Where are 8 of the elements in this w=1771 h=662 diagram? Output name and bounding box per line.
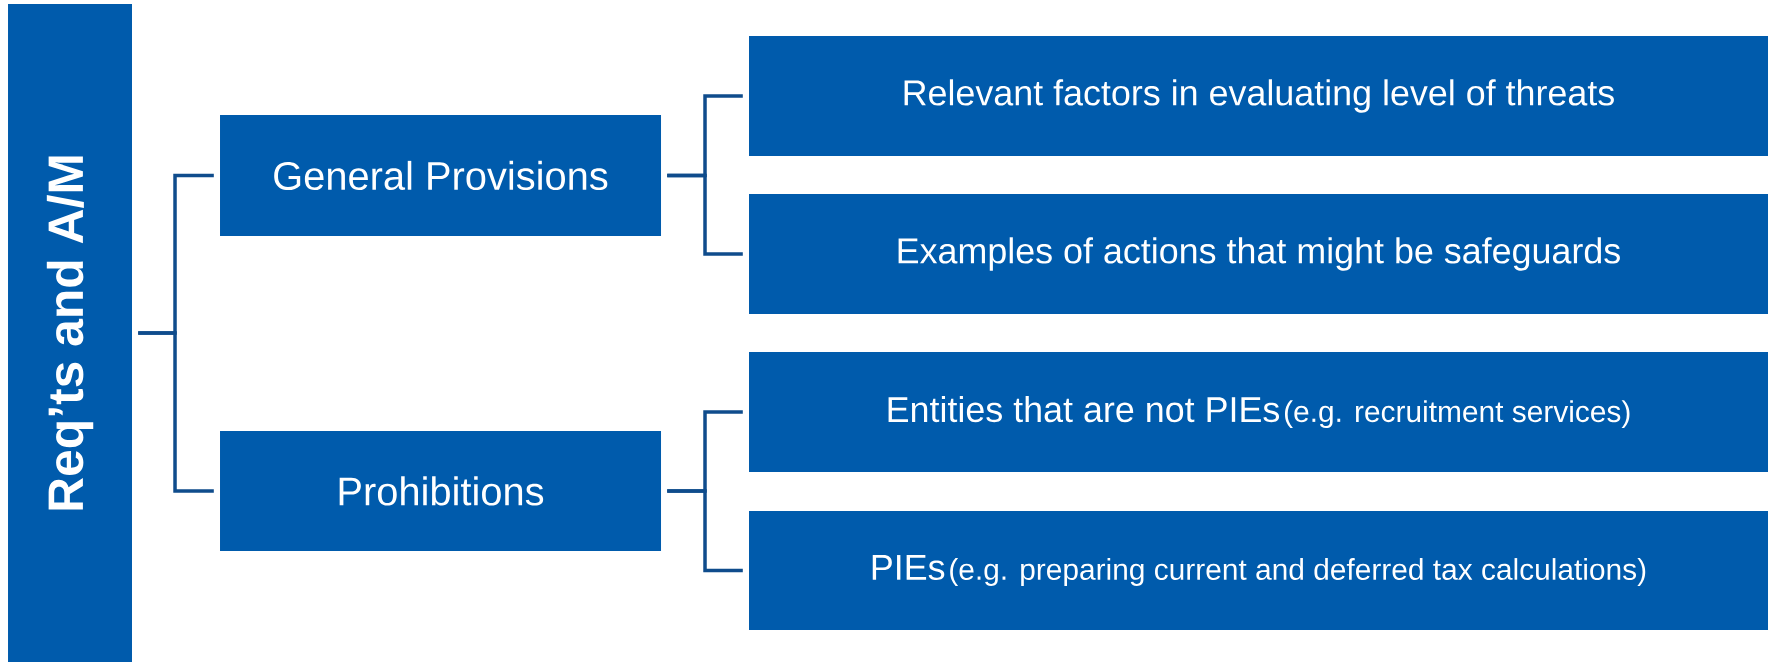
topic-box: Examples of actions that might be safeguards (749, 194, 1768, 314)
category-box: Prohibitions (220, 431, 661, 551)
topic-box: Relevant factors in evaluating level of threats (749, 36, 1768, 156)
connector (138, 331, 214, 493)
connector (667, 489, 743, 573)
title-bar: Req’ts and A/M (8, 4, 132, 662)
category-box: General Provisions (220, 115, 661, 236)
connector (667, 173, 743, 256)
